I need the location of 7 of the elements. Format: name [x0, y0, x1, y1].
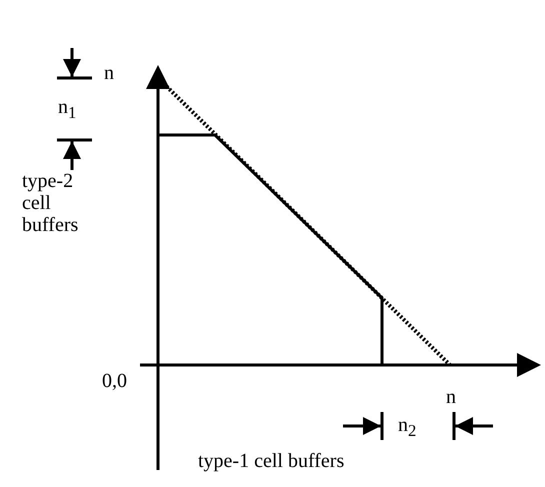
axis-title: type-2 cell buffers [22, 170, 80, 236]
dimension-label: n$_{2}$ [398, 414, 416, 442]
dimension-label: n$_{1}$ [58, 96, 76, 124]
axis-label: n [104, 62, 114, 84]
axis-title: type-1 cell buffers [198, 450, 344, 472]
axis-label: n [446, 386, 456, 408]
origin-label: 0,0 [102, 370, 127, 392]
